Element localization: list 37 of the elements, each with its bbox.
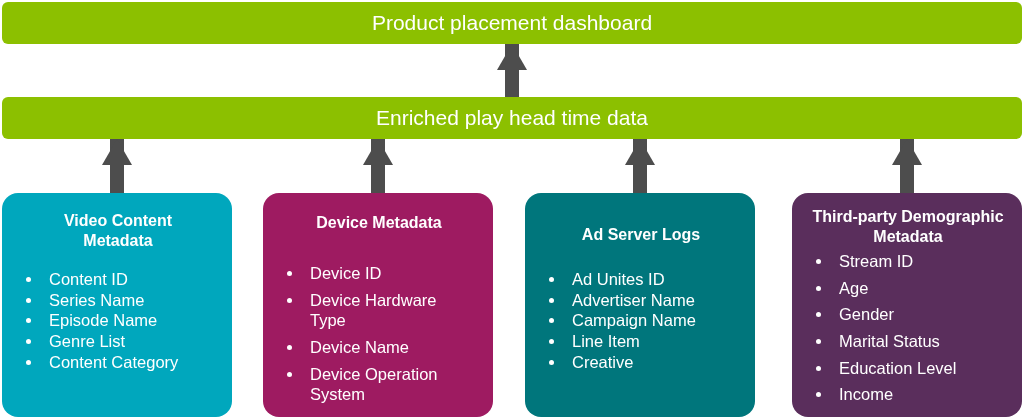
stage-bar [2,97,1022,139]
card-heading: Ad Server Logs [580,225,702,245]
list-item: Marital Status [839,330,940,352]
card-heading: Video Content Metadata [62,211,174,251]
block-arrow [625,139,655,193]
source-card [525,193,755,417]
card-heading: Device Metadata [315,213,443,233]
list-item: Age [839,277,869,299]
list-item: Income [839,384,894,405]
block-arrow [497,44,527,97]
card-heading: Third-party Demographic Metadata [811,207,1005,247]
bar-title: Enriched play head time data [376,106,648,130]
list-item: Device Hardware Type [310,289,438,331]
list-item: Advertiser Name [572,289,695,311]
block-arrow [363,139,393,193]
list-item: Content Category [49,351,179,373]
list-item: Creative [572,351,634,373]
list-item: Line Item [572,330,640,352]
block-arrow [102,139,132,193]
list-item: Device Operation System [310,363,439,405]
list-item: Ad Unites ID [572,269,665,290]
stage-bar [2,2,1022,44]
list-item: Stream ID [839,251,914,272]
source-card [263,193,493,417]
list-item: Device ID [310,263,382,284]
block-arrow [892,139,922,193]
list-item: Genre List [49,330,126,352]
source-card [2,193,232,417]
list-item: Series Name [49,289,145,311]
bar-title: Product placement dashboard [371,11,653,35]
list-item: Education Level [839,357,957,379]
list-item: Gender [839,304,895,325]
list-item: Campaign Name [572,310,696,331]
source-card [792,193,1022,417]
list-item: Episode Name [49,310,158,331]
list-item: Content ID [49,269,128,290]
list-item: Device Name [310,336,410,358]
